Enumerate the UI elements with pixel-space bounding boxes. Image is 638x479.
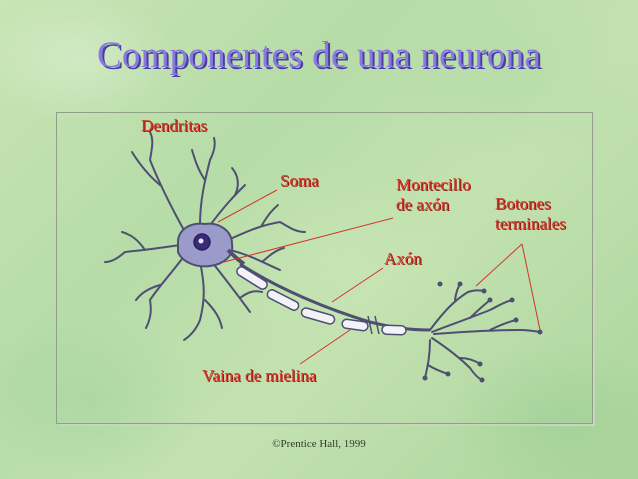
slide-title: Componentes de una neurona (97, 35, 541, 76)
label-botones: Botones terminales (495, 194, 566, 234)
label-dendritas: Dendritas (141, 116, 208, 135)
axon-hillock (226, 248, 246, 266)
dendrites (104, 131, 306, 341)
label-montecillo-line2: de axón (396, 195, 450, 214)
label-axon: Axón (384, 249, 422, 268)
axon-break (367, 315, 380, 335)
terminal-buttons (422, 281, 543, 383)
hillock-pointer (223, 217, 394, 263)
myelin-segment (300, 307, 336, 325)
label-montecillo-line1: Montecillo (396, 175, 471, 194)
myelin-segment (236, 266, 268, 290)
axon-core (239, 262, 431, 332)
myelin-segment (266, 289, 300, 311)
botones-pointer-2 (521, 243, 541, 331)
myelin-segment (341, 318, 369, 332)
label-botones-line1: Botones (495, 194, 551, 213)
nucleolus (198, 238, 204, 244)
label-montecillo: Montecillo de axón (396, 175, 471, 215)
myelin-sheath (236, 266, 407, 336)
botones-pointer-1 (475, 243, 523, 287)
label-botones-line2: terminales (495, 214, 566, 233)
copyright-notice: ©Prentice Hall, 1999 (272, 438, 366, 450)
diagram-frame (56, 112, 593, 424)
myelin-pointer (299, 329, 351, 365)
axon-pointer (331, 267, 384, 303)
myelin-segment (381, 324, 407, 336)
pointer-lines (217, 189, 541, 365)
soma-pointer (217, 189, 278, 223)
label-soma: Soma (280, 171, 319, 190)
axon-terminals (424, 283, 541, 381)
label-vaina: Vaina de mielina (202, 366, 317, 385)
